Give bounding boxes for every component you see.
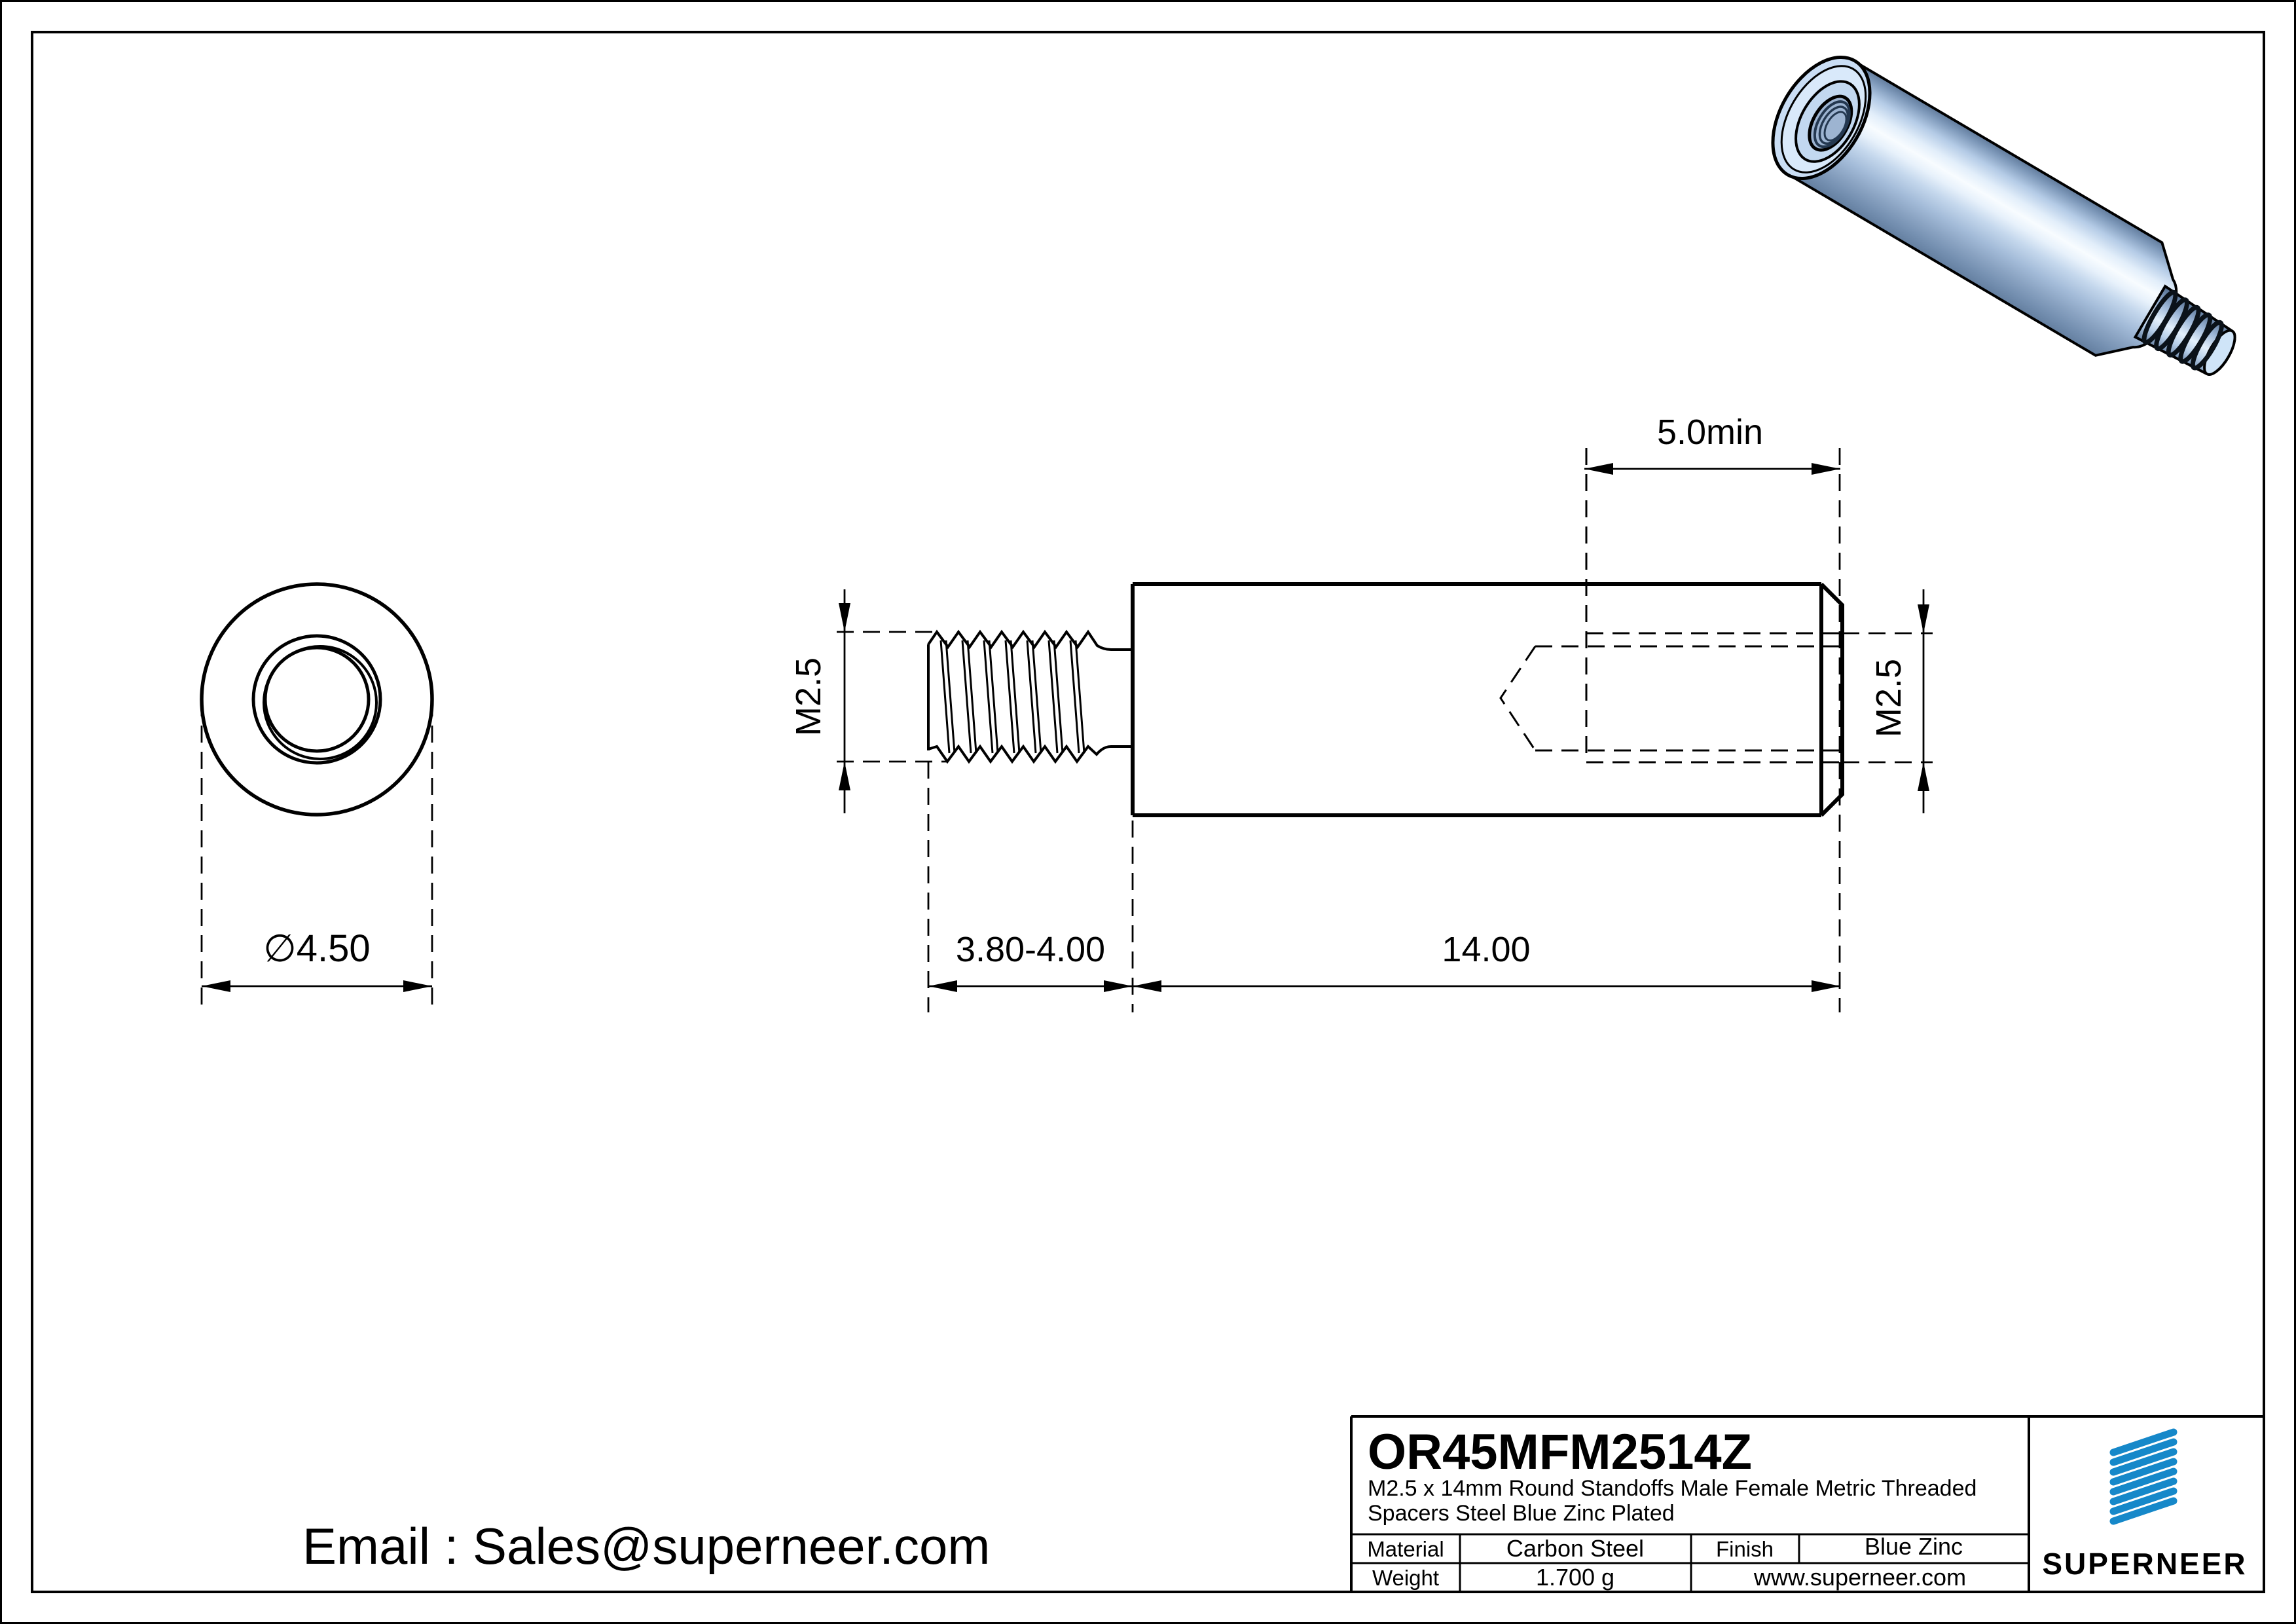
finish-value: Blue Zinc <box>1865 1533 1963 1560</box>
superneer-logo-icon <box>2109 1428 2178 1525</box>
male-thread-flank-lines <box>939 640 1085 754</box>
brand-name: SUPERNEER <box>2042 1547 2247 1581</box>
arrowhead-right <box>1812 463 1840 475</box>
hole-thread-arcs <box>1813 100 1851 149</box>
female-thread-depth-label: 5.0min <box>1657 413 1763 452</box>
material-value: Carbon Steel <box>1506 1535 1644 1562</box>
female-thread-size-label: M2.5 <box>1869 659 1908 737</box>
material-label: Material <box>1367 1537 1444 1561</box>
body-outline <box>1131 582 1844 817</box>
contact-email-text: Email : Sales@superneer.com <box>302 1517 990 1575</box>
part-description-line1: M2.5 x 14mm Round Standoffs Male Female … <box>1368 1476 1977 1501</box>
arrowhead-left <box>202 980 230 992</box>
thread-major-circle <box>251 634 382 765</box>
front-diameter-label: ∅4.50 <box>263 927 370 970</box>
arrowhead-top <box>839 603 850 632</box>
dim-male-thread-length: 3.80-4.00 <box>928 930 1133 992</box>
weight-label: Weight <box>1372 1566 1439 1590</box>
weight-value: 1.700 g <box>1536 1564 1614 1591</box>
dim-body-length: 14.00 <box>1133 930 1840 992</box>
male-thread-length-label: 3.80-4.00 <box>956 930 1105 969</box>
outer-diameter-circle <box>200 582 434 817</box>
arrowhead-right <box>403 980 432 992</box>
arrowhead-left <box>928 980 957 992</box>
arrowhead-top <box>1918 604 1929 633</box>
arrowhead-left <box>1133 980 1161 992</box>
extension-lines <box>837 448 1933 1012</box>
arrowhead-right <box>1104 980 1133 992</box>
finish-label: Finish <box>1716 1537 1774 1561</box>
thread-minor-circle <box>263 646 371 753</box>
website-link[interactable]: www.superneer.com <box>1753 1564 1966 1591</box>
part-number: OR45MFM2514Z <box>1368 1424 1752 1480</box>
arrowhead-bottom <box>1918 762 1929 791</box>
inner-frame <box>31 31 2265 1593</box>
dim-male-thread-size: M2.5 <box>789 589 850 813</box>
arrowhead-right <box>1812 980 1840 992</box>
title-block: OR45MFM2514Z M2.5 x 14mm Round Standoffs… <box>1350 1415 2264 1592</box>
stud-thread-ribs <box>2141 289 2224 371</box>
body-length-label: 14.00 <box>1442 930 1530 969</box>
front-view: ∅4.50 <box>200 582 434 1012</box>
part-description-line2: Spacers Steel Blue Zinc Plated <box>1368 1501 1675 1526</box>
arrowhead-bottom <box>839 762 850 790</box>
standoff-3d-render <box>1771 55 2236 376</box>
male-thread-top-profile <box>927 629 1133 651</box>
female-thread-hidden-lines <box>1499 448 1842 764</box>
side-view <box>837 448 1933 1012</box>
male-thread-bottom-profile <box>928 744 1133 764</box>
title-block-grid-lines <box>1351 1533 2029 1592</box>
dim-female-thread-depth: 5.0min <box>1584 413 1840 475</box>
dim-female-thread-size: M2.5 <box>1869 589 1929 813</box>
male-thread-size-label: M2.5 <box>789 657 828 736</box>
arrowhead-left <box>1584 463 1613 475</box>
